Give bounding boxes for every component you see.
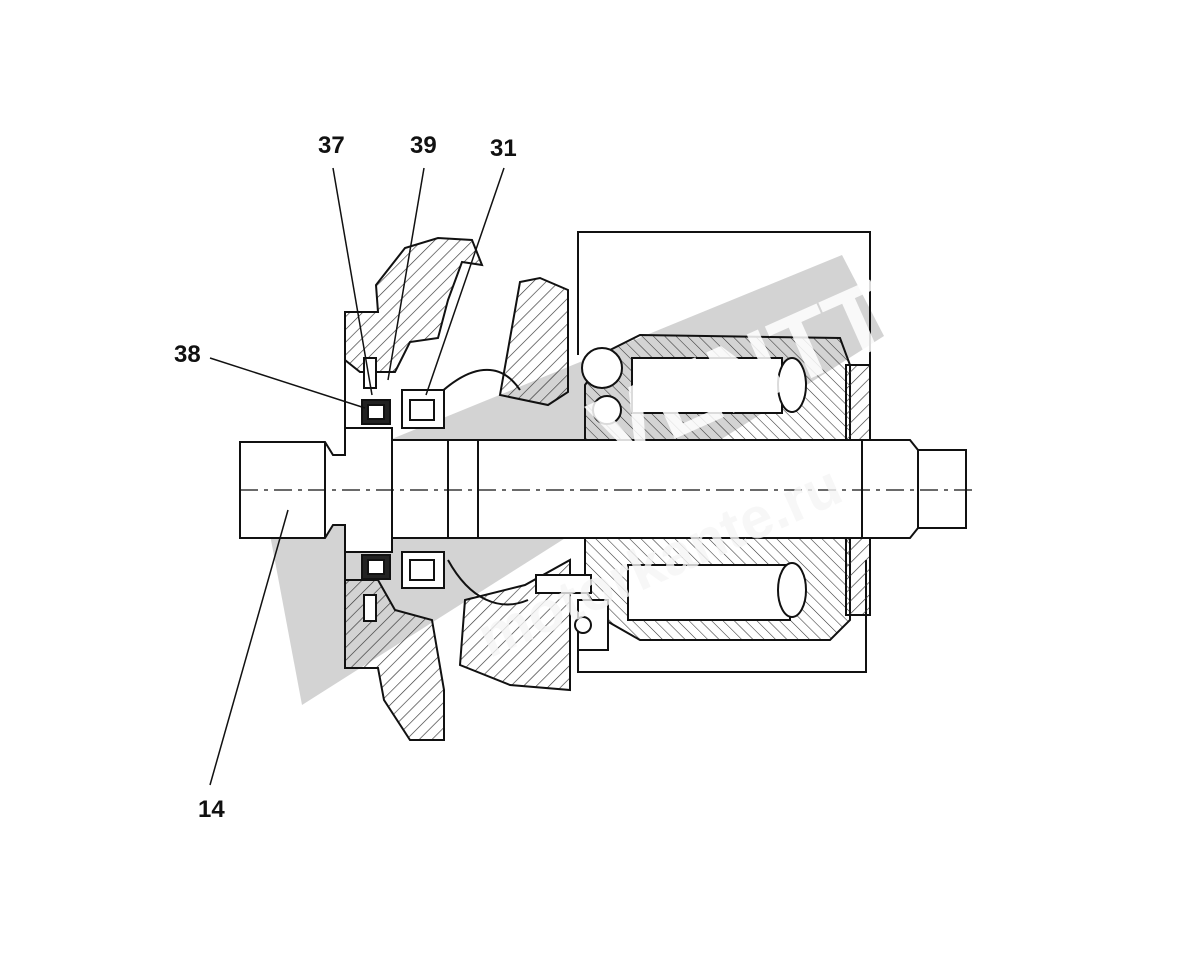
leader-37 <box>332 167 373 396</box>
leader-14 <box>209 509 289 786</box>
retaining-ring <box>363 357 377 622</box>
callout-14: 14 <box>198 796 225 823</box>
front-bearing <box>401 389 445 589</box>
leader-31 <box>425 167 505 396</box>
callout-37: 37 <box>318 132 345 159</box>
leader-lines <box>209 167 505 786</box>
control-piston <box>535 574 609 651</box>
callout-31: 31 <box>490 135 517 162</box>
leader-38 <box>209 357 366 409</box>
leader-39 <box>387 167 425 381</box>
callout-38: 38 <box>174 341 201 368</box>
callout-39: 39 <box>410 132 437 159</box>
shaft-seal <box>361 399 391 580</box>
cylinder-block <box>581 333 851 641</box>
drive-shaft <box>239 427 975 553</box>
